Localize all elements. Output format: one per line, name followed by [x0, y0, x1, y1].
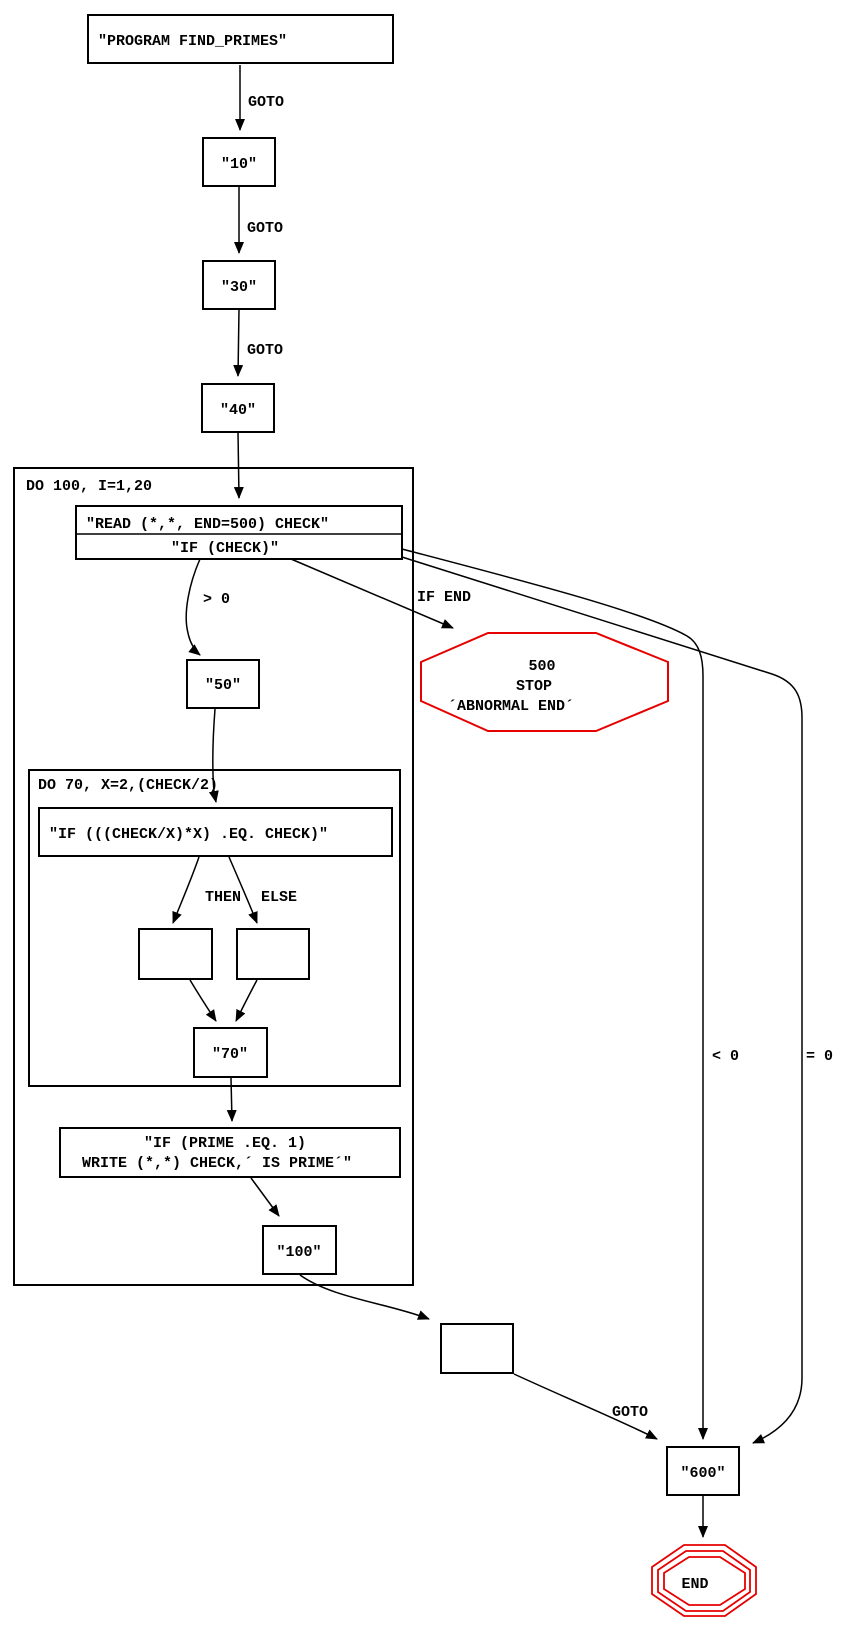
- node-30-box: [202, 260, 276, 310]
- node-read-check: "READ (*,*, END=500) CHECK" "IF (CHECK)": [75, 505, 403, 560]
- edge-join-to-600: [513, 1373, 658, 1440]
- node-10: "10": [202, 137, 276, 187]
- node-else-branch-box: [236, 928, 310, 980]
- edge-read-to-600-eq-zero: [401, 556, 803, 1444]
- edge-label-eq-zero: = 0: [806, 1048, 833, 1065]
- edge-100-to-join: [299, 1274, 430, 1320]
- edge-then-to-70: [189, 979, 217, 1022]
- node-if-prime-line1: "IF (PRIME .EQ. 1): [144, 1135, 306, 1152]
- cluster-do-100: DO 100, I=1,20: [13, 467, 414, 1286]
- node-program-label: "PROGRAM FIND_PRIMES": [98, 33, 287, 50]
- edge-label-else: ELSE: [261, 889, 297, 906]
- edge-if-divides-else: [228, 856, 258, 924]
- node-if-divides-label: "IF (((CHECK/X)*X) .EQ. CHECK)": [49, 826, 328, 843]
- node-read-check-box: [75, 505, 403, 560]
- edge-label-goto-1: GOTO: [248, 94, 284, 111]
- node-read-check-line2: "IF (CHECK)": [171, 540, 279, 557]
- node-100-label: "100": [276, 1244, 321, 1261]
- cluster-do-70-label: DO 70, X=2,(CHECK/2): [38, 777, 218, 794]
- node-end-octagon-middle: [657, 1550, 751, 1612]
- node-40-label: "40": [220, 402, 256, 419]
- edge-label-gt-zero: > 0: [203, 591, 230, 608]
- cluster-do-70-border: [28, 769, 401, 1087]
- edge-50-to-if-divides: [208, 708, 219, 803]
- node-stop-500: 500 STOP ´ABNORMAL END´: [420, 632, 669, 732]
- edge-70-to-if-prime: [226, 1077, 237, 1122]
- node-50: "50": [186, 659, 260, 709]
- node-600: "600": [666, 1446, 740, 1496]
- edge-read-to-600-lt-zero: [401, 548, 708, 1440]
- edge-40-to-read: [233, 431, 244, 499]
- edge-if-prime-to-100: [250, 1177, 280, 1217]
- node-30: "30": [202, 260, 276, 310]
- node-if-prime-line2: WRITE (*,*) CHECK,´ IS PRIME´": [82, 1155, 352, 1172]
- node-70-label: "70": [212, 1046, 248, 1063]
- node-10-label: "10": [221, 156, 257, 173]
- node-join: [440, 1323, 514, 1374]
- node-40: "40": [201, 383, 275, 433]
- node-join-box: [440, 1323, 514, 1374]
- edge-read-to-stop500: [290, 558, 454, 629]
- node-stop-500-line3: ´ABNORMAL END´: [448, 698, 574, 715]
- node-50-label: "50": [205, 677, 241, 694]
- node-if-divides-box: [38, 807, 393, 857]
- edge-label-if-end: IF END: [417, 589, 471, 606]
- node-70-box: [193, 1027, 268, 1078]
- node-end-octagon-outer: [651, 1544, 757, 1617]
- node-stop-500-line2: STOP: [516, 678, 552, 695]
- node-end: END: [651, 1544, 757, 1617]
- node-then-branch: [138, 928, 213, 980]
- node-600-box: [666, 1446, 740, 1496]
- node-if-divides: "IF (((CHECK/X)*X) .EQ. CHECK)": [38, 807, 393, 857]
- edge-label-lt-zero: < 0: [712, 1048, 739, 1065]
- node-30-label: "30": [221, 279, 257, 296]
- edge-read-to-50: [185, 558, 201, 656]
- edge-else-to-70: [235, 979, 258, 1022]
- edge-label-goto-3: GOTO: [247, 342, 283, 359]
- edges: GOTO GOTO GOTO > 0 IF END < 0 = 0 THEN E…: [172, 65, 833, 1538]
- node-100: "100": [262, 1225, 337, 1275]
- node-end-label: END: [681, 1576, 708, 1593]
- edge-30-to-40: [233, 308, 244, 377]
- node-40-box: [201, 383, 275, 433]
- cluster-do-70: DO 70, X=2,(CHECK/2): [28, 769, 401, 1087]
- node-600-label: "600": [680, 1465, 725, 1482]
- node-10-box: [202, 137, 276, 187]
- node-program-box: [87, 14, 394, 64]
- node-if-prime: "IF (PRIME .EQ. 1) WRITE (*,*) CHECK,´ I…: [59, 1127, 401, 1178]
- cluster-do-100-label: DO 100, I=1,20: [26, 478, 152, 495]
- node-100-box: [262, 1225, 337, 1275]
- node-read-check-line1: "READ (*,*, END=500) CHECK": [86, 516, 329, 533]
- edge-label-goto-2: GOTO: [247, 220, 283, 237]
- node-stop-500-line1: 500: [528, 658, 555, 675]
- edge-label-then: THEN: [205, 889, 241, 906]
- node-stop-500-octagon: [420, 632, 669, 732]
- cluster-do-100-border: [13, 467, 414, 1286]
- edge-if-divides-then: [172, 856, 200, 924]
- node-end-octagon-inner: [663, 1556, 746, 1606]
- node-70: "70": [193, 1027, 268, 1078]
- node-50-box: [186, 659, 260, 709]
- node-else-branch: [236, 928, 310, 980]
- node-then-branch-box: [138, 928, 213, 980]
- edge-label-goto-4: GOTO: [612, 1404, 648, 1421]
- node-if-prime-box: [59, 1127, 401, 1178]
- node-program: "PROGRAM FIND_PRIMES": [87, 14, 394, 64]
